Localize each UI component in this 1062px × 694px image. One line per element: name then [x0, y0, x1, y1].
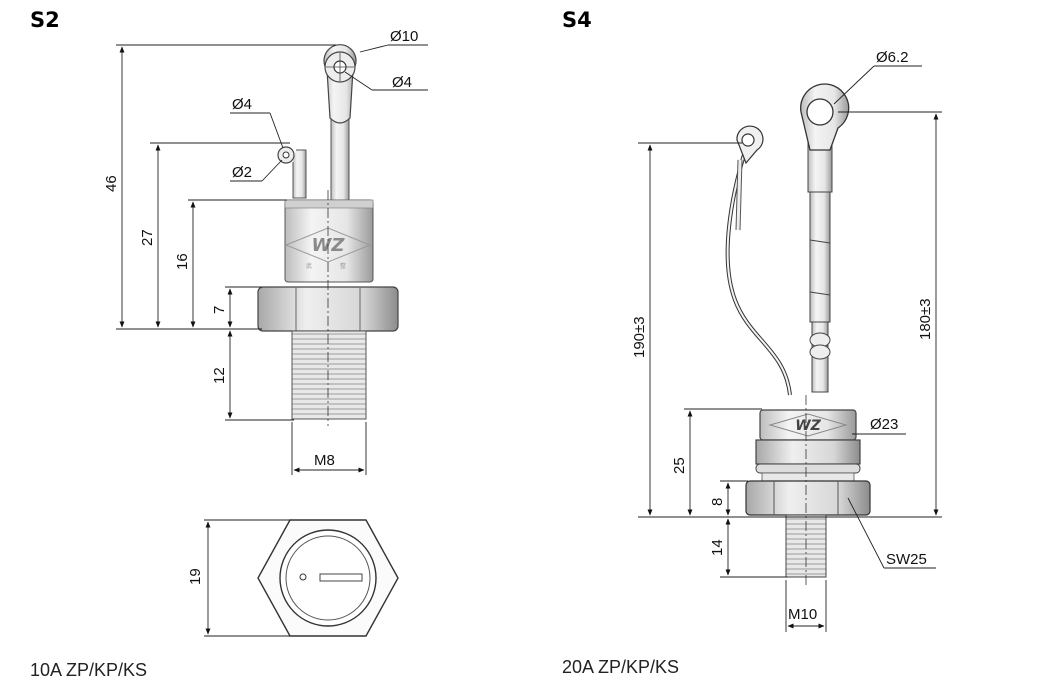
s2-dim-ring-inner: Ø4: [392, 74, 412, 91]
s4-dim-thread: M10: [788, 606, 817, 623]
s2-dim-46: 46: [103, 175, 120, 192]
s2-logo-text: WZ: [312, 235, 346, 256]
s4-dim-wrench: SW25: [886, 551, 927, 568]
s2-top-view: [204, 519, 399, 637]
s2-logo-sub-2: 整: [340, 262, 346, 270]
s2-dim-small-inner: Ø2: [232, 164, 252, 181]
s4-dim-190: 190±3: [631, 316, 648, 358]
s4-dimensions: [638, 65, 942, 632]
s2-dim-16: 16: [174, 253, 191, 270]
s2-dim-thread: M8: [314, 452, 335, 469]
s4-dim-14: 14: [709, 539, 726, 556]
s4-logo-text: WZ: [795, 418, 821, 434]
s4-side-view: WZ: [725, 83, 871, 585]
s2-dim-ring-outer: Ø10: [390, 28, 418, 45]
s4-dim-8: 8: [709, 498, 726, 506]
s2-dim-7: 7: [211, 306, 228, 314]
s2-dim-27: 27: [139, 229, 156, 246]
s2-logo-sub-1: 武: [306, 262, 312, 270]
s4-dim-labels: Ø6.2 190±3 180±3 25 8 14 M10 Ø23 SW25: [631, 49, 934, 623]
s2-dim-19: 19: [187, 568, 204, 585]
s2-dim-12: 12: [211, 367, 228, 384]
s4-dim-ring: Ø6.2: [876, 49, 909, 66]
s2-dim-labels: Ø10 Ø4 Ø4 Ø2 46 27 16 7 12 M8 19: [103, 28, 418, 585]
s4-logo-icon: WZ: [768, 413, 848, 437]
s4-dim-diameter: Ø23: [870, 416, 898, 433]
s2-side-view: WZ 武 整: [257, 44, 399, 426]
s2-dim-small-outer: Ø4: [232, 96, 252, 113]
s4-title: S4: [562, 8, 592, 32]
s4-dim-25: 25: [671, 457, 688, 474]
s4-caption: 20A ZP/KP/KS: [562, 657, 680, 677]
s4-dim-180: 180±3: [917, 298, 934, 340]
s2-dimensions: [116, 44, 428, 475]
s2-caption: 10A ZP/KP/KS: [30, 660, 148, 680]
s2-logo-icon: WZ 武 整: [284, 227, 372, 270]
s2-title: S2: [30, 8, 60, 32]
